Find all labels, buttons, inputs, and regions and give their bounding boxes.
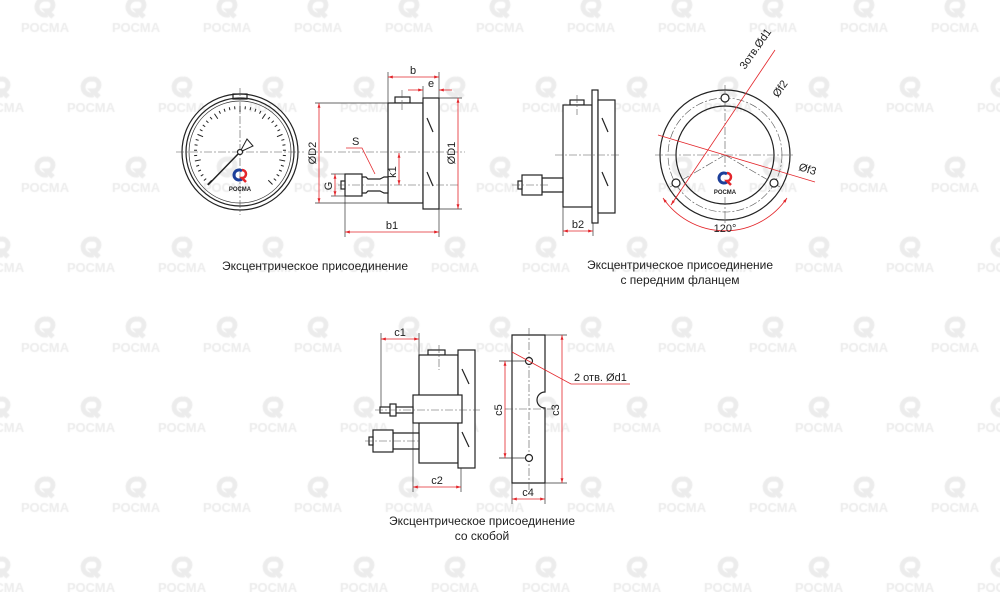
gauge-side-view: b e ØD2 ØD1 G k1 S b1 bbox=[307, 65, 465, 237]
dial-tick bbox=[273, 178, 277, 181]
dial-tick bbox=[200, 174, 204, 177]
dial-tick bbox=[194, 159, 201, 162]
dim-label-f2: Øf2 bbox=[771, 78, 791, 99]
caption-view-3-line-1: Эксцентрическое присоединение bbox=[389, 514, 575, 528]
dial-tick bbox=[267, 179, 273, 185]
dim-label-k1: k1 bbox=[387, 166, 399, 178]
gauge-needle bbox=[207, 151, 241, 186]
dial-tick bbox=[259, 110, 262, 114]
dim-label-b2: b2 bbox=[572, 219, 584, 231]
dial-tick bbox=[254, 108, 257, 112]
dial-tick bbox=[261, 113, 266, 120]
dial-tick bbox=[223, 108, 226, 112]
mount-hole bbox=[524, 453, 534, 463]
dial-tick bbox=[195, 139, 199, 141]
dim-label-e: e bbox=[428, 78, 434, 90]
dial-tick bbox=[281, 139, 285, 141]
logo-text: РОСМА bbox=[229, 187, 252, 193]
dim-label-S: S bbox=[352, 136, 359, 148]
dim-label-D2: ØD2 bbox=[307, 142, 319, 165]
dial-tick bbox=[214, 113, 219, 120]
dial-tick bbox=[198, 169, 202, 172]
caption-view-2-line-1: Эксцентрическое присоединение bbox=[587, 258, 773, 272]
dim-label-angle: 120° bbox=[714, 223, 737, 235]
dial-tick bbox=[228, 107, 231, 111]
dial-tick bbox=[218, 110, 221, 114]
dial-tick bbox=[278, 169, 282, 172]
mount-hole bbox=[671, 178, 681, 188]
bracket-clamp bbox=[412, 394, 463, 424]
dim-label-b1: b1 bbox=[386, 220, 398, 232]
dial-tick bbox=[274, 124, 278, 128]
dim-label-c2: c2 bbox=[431, 475, 443, 487]
logo-text: РОСМА bbox=[714, 190, 737, 196]
dim-label-G: G bbox=[323, 182, 335, 191]
dim-label-c4: c4 bbox=[522, 487, 534, 499]
dial-tick bbox=[271, 120, 275, 124]
caption-view-1: Эксцентрическое присоединение bbox=[222, 259, 408, 273]
mount-hole bbox=[769, 178, 779, 188]
dim-label-D1: ØD1 bbox=[446, 142, 458, 165]
dial-tick bbox=[276, 133, 283, 138]
dim-label-2-holes-d1: 2 отв. Ød1 bbox=[574, 372, 627, 384]
dial-tick bbox=[249, 107, 252, 111]
dial-tick bbox=[197, 133, 204, 138]
dim-label-f3: Øf3 bbox=[797, 161, 817, 178]
dial-tick bbox=[277, 129, 281, 132]
dim-label-c3: c3 bbox=[550, 404, 562, 416]
dial-tick bbox=[279, 159, 286, 162]
gauge-bracket-side-view: c1 c2 bbox=[365, 327, 480, 492]
dial-tick bbox=[209, 116, 213, 120]
gauge-flange-side-view: b2 bbox=[512, 89, 620, 236]
dial-tick bbox=[267, 116, 271, 120]
gauge-front-view: РОСМА bbox=[176, 88, 304, 215]
dim-label-b: b bbox=[410, 65, 416, 77]
mount-hole bbox=[720, 93, 730, 103]
flange-front-view: 3отв.Ød1 Øf2 Øf3 120° РОСМА bbox=[655, 27, 818, 235]
dial-tick bbox=[199, 129, 203, 132]
bracket-front-view: c5 c3 c4 2 отв. Ød1 bbox=[493, 328, 630, 504]
dim-label-c1: c1 bbox=[394, 327, 406, 339]
caption-view-3-line-2: со скобой bbox=[455, 529, 509, 543]
dial-tick bbox=[196, 164, 200, 167]
dial-tick bbox=[276, 174, 280, 177]
dial-tick bbox=[205, 120, 209, 124]
dial-tick bbox=[202, 124, 206, 128]
rosma-logo: РОСМА bbox=[229, 168, 252, 193]
dial-tick bbox=[280, 164, 284, 167]
dial-tick bbox=[203, 178, 207, 181]
caption-view-2-line-2: с передним фланцем bbox=[620, 273, 739, 287]
dim-label-c5: c5 bbox=[493, 404, 505, 416]
rosma-logo: РОСМА bbox=[709, 168, 741, 196]
dim-label-3-holes-d1: 3отв.Ød1 bbox=[738, 27, 775, 72]
